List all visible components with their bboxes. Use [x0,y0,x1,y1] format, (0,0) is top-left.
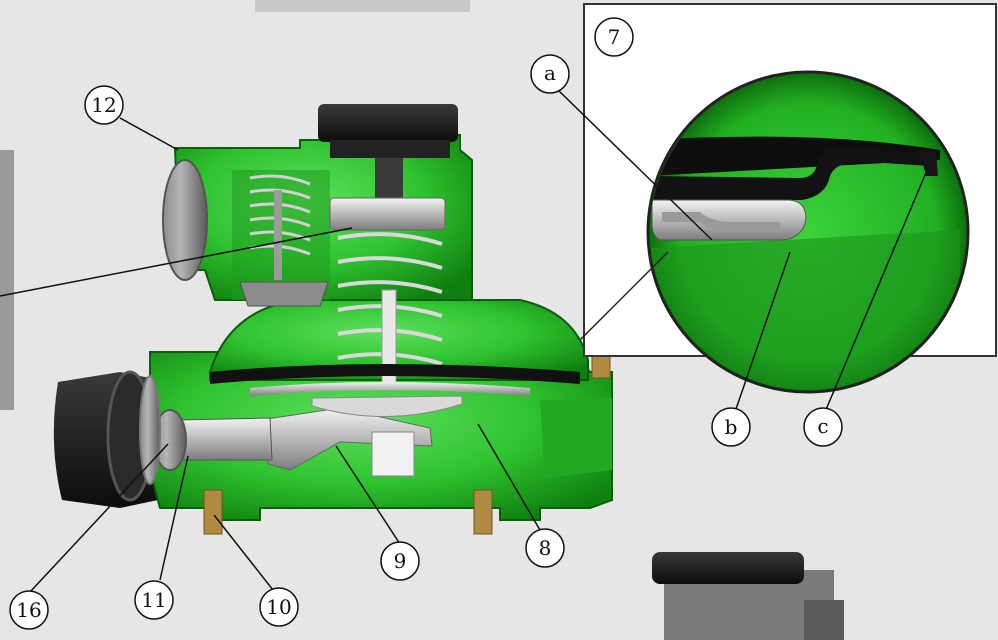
leader-lines [0,89,929,593]
callout-10: 10 [259,587,299,627]
callout-16: 16 [9,590,49,630]
leader-10 [213,514,274,591]
leader-16 [29,443,169,593]
top-cap-base [330,140,450,158]
leader-9 [335,445,401,545]
callout-c: c [803,407,843,447]
callout-16-label: 16 [16,598,41,622]
leader-a [557,89,713,241]
leader-left-offpage [0,227,353,297]
leader-8 [477,423,541,531]
diaphragm-cup [311,395,463,418]
inlet-port [540,398,612,478]
top-cap [318,104,458,142]
callout-11-label: 11 [141,588,166,612]
top-shadow-panel [255,0,470,12]
callout-10-label: 10 [266,595,291,619]
callout-8-label: 8 [539,536,552,560]
inlet-screen [139,375,161,485]
lever-bracket [371,431,415,477]
magnified-lower-shadow [650,230,960,390]
regulator-body [53,104,613,535]
callout-12: 12 [84,85,124,125]
spring-plate [329,197,446,231]
callout-9: 9 [380,541,420,581]
callout-a: a [530,54,570,94]
test-plug-right [473,489,493,535]
callout-8: 8 [525,528,565,568]
magnified-housing-lip [650,136,940,176]
second-regulator-partial [652,552,844,640]
callout-12-label: 12 [91,93,116,117]
magnified-diaphragm [650,148,930,200]
relief-seat [239,281,329,307]
leader-c [824,167,929,413]
diaphragm [210,364,580,384]
inset-connector-line [579,251,669,341]
test-plug-left [203,489,223,535]
callout-a-label: a [544,61,556,85]
relief-stem [274,190,282,280]
leader-12 [119,117,179,151]
leader-b [734,251,791,413]
second-regulator-side [804,600,844,640]
left-dark-panel [0,150,14,410]
adjust-stem [375,158,403,198]
diaphragm-plate [250,382,530,396]
second-regulator-cap [652,552,804,584]
leader-11 [159,455,189,581]
inset-panel [579,3,997,394]
callout-7: 7 [594,17,634,57]
orifice [177,417,273,461]
callout-11: 11 [134,580,174,620]
callout-b-label: b [725,415,738,439]
callout-9-label: 9 [394,549,407,573]
callout-b: b [711,407,751,447]
callout-c-label: c [817,414,828,438]
vent-screen [162,159,208,281]
magnified-plate-fold [662,212,780,232]
magnified-seal-hook [918,150,938,176]
callout-7-label: 7 [608,25,621,49]
